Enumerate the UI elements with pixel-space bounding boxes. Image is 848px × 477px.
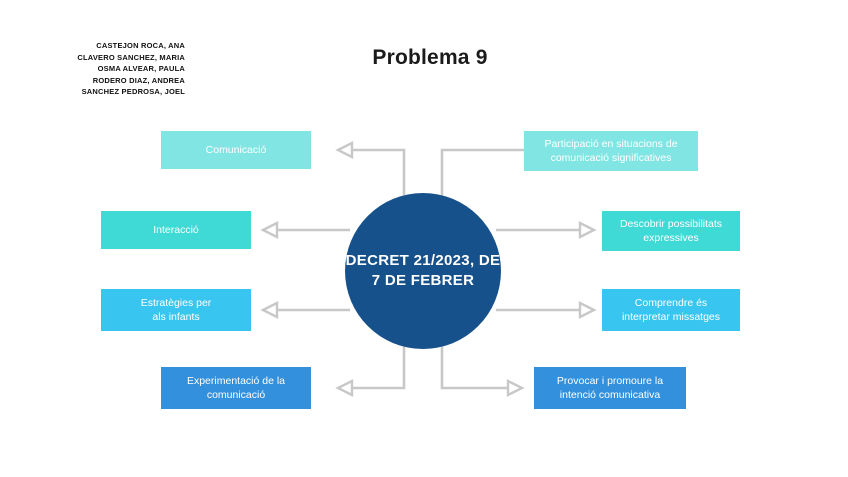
connector-bottom-left [352,346,406,390]
author-name: CLAVERO SANCHEZ, MARIA [77,52,185,62]
node-right-2-line-2: expressives [643,232,699,244]
node-left-1: Comunicació [161,131,311,169]
hub-line-2: 21/2023, DE 7 [371,252,501,289]
arrowhead-mid-right-upper-icon [578,221,597,239]
node-right-1: Participació en situacions de comunicaci… [524,131,698,171]
connector-bottom-right [440,346,508,390]
node-right-3-line-2: interpretar missatges [621,311,721,323]
node-left-3-line-2: als infants [152,311,200,323]
arrowhead-mid-left-upper-icon [260,221,279,239]
node-left-4-line-2: comunicació [206,389,266,401]
arrowhead-mid-left-lower-icon [260,301,279,319]
arrowhead-bottom-right-icon [506,379,525,397]
node-left-3: Estratègies per als infants [101,289,251,331]
node-right-2-line-1: Descobrir possibilitats [619,218,723,230]
hub-line-1: DECRET [345,252,410,269]
center-hub-label: DECRET 21/2023, DE 7 DE FEBRER [345,251,501,291]
connector-top-right [440,148,534,196]
node-left-4-line-1: Experimentació de la [186,375,286,387]
arrowhead-top-left-icon [335,141,354,159]
node-right-2: Descobrir possibilitats expressives [602,211,740,251]
node-right-4-line-2: intenció comunicativa [559,389,661,401]
node-left-2-line-1: Interacció [153,224,199,236]
center-hub: DECRET 21/2023, DE 7 DE FEBRER [345,193,501,349]
node-right-4-line-1: Provocar i promoure la [556,375,664,387]
arrowhead-mid-right-lower-icon [578,301,597,319]
node-left-1-line-1: Comunicació [205,144,267,156]
node-right-3-line-1: Comprendre és [634,297,708,309]
authors-list: CASTEJON ROCA, ANA CLAVERO SANCHEZ, MARI… [40,40,185,98]
connector-top-left [352,148,406,196]
author-name: RODERO DIAZ, ANDREA [92,75,185,85]
node-right-1-line-2: comunicació significatives [550,152,672,164]
node-left-2: Interacció [101,211,251,249]
author-name: OSMA ALVEAR, PAULA [97,64,185,73]
hub-line-3: DE FEBRER [384,272,475,289]
node-left-3-line-1: Estratègies per [140,297,212,309]
author-name: CASTEJON ROCA, ANA [96,41,185,50]
node-right-3: Comprendre és interpretar missatges [602,289,740,331]
node-right-4: Provocar i promoure la intenció comunica… [534,367,686,409]
author-name: SANCHEZ PEDROSA, JOEL [81,87,185,96]
arrowhead-bottom-left-icon [335,379,354,397]
node-left-4: Experimentació de la comunicació [161,367,311,409]
node-right-1-line-1: Participació en situacions de [544,138,678,150]
page-title: Problema 9 [372,46,488,69]
